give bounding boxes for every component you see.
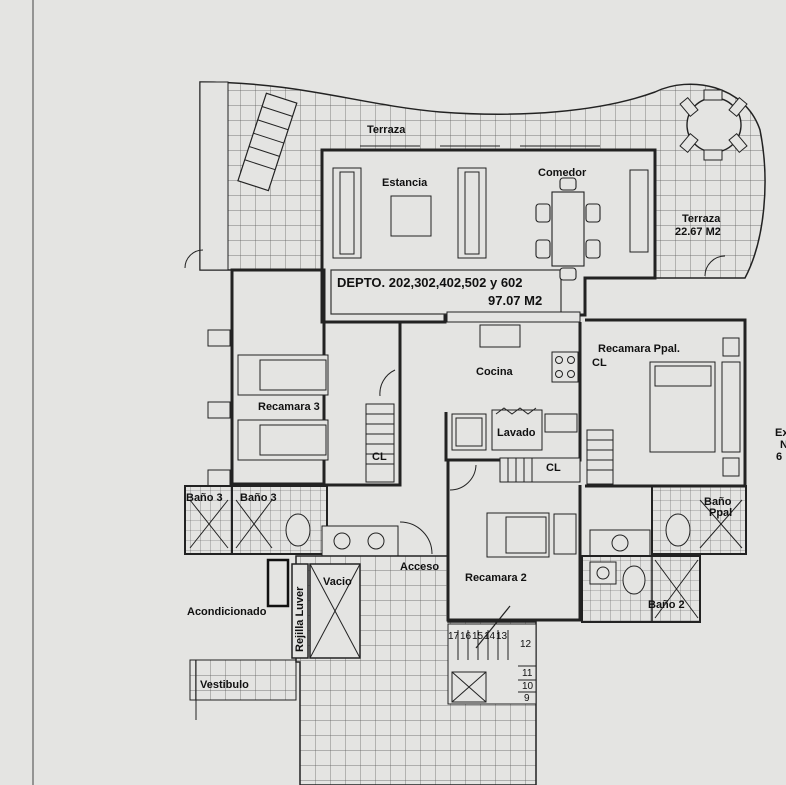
vestibule-rail: [195, 659, 296, 720]
acondicionado-label: Acondicionado: [187, 606, 267, 618]
stair-12: 12: [520, 639, 532, 650]
terrace-floor: [199, 81, 766, 279]
master-bed: [649, 337, 741, 477]
recamara-ppal-label: Recamara Ppal.: [598, 343, 680, 355]
stairs: [447, 605, 537, 705]
door-swing-r3: [379, 369, 396, 397]
stair-15: 15: [472, 631, 484, 642]
stair-17: 17: [448, 631, 460, 642]
closet-center: [499, 457, 581, 483]
stair-13: 13: [496, 631, 508, 642]
laundry: [451, 407, 578, 451]
edge-text-1: Ex: [775, 427, 786, 439]
acceso-label: Acceso: [400, 561, 440, 573]
recamara-3-label: Recamara 3: [258, 401, 320, 413]
vacio-label: Vacio: [323, 576, 352, 588]
lavado-label: Lavado: [497, 427, 536, 439]
cocina-label: Cocina: [476, 366, 513, 378]
bano-ppal-label: Baño: [704, 496, 732, 508]
door-swing-r2: [449, 464, 477, 491]
twin-beds: [207, 329, 329, 487]
plan-title: DEPTO. 202,302,402,502 y 602: [337, 275, 523, 290]
round-table: [679, 89, 748, 161]
vacio-x2: [309, 563, 361, 659]
rejilla-label: Rejilla Luver: [294, 586, 306, 652]
stair-16: 16: [460, 631, 472, 642]
bano-ppal-floor: [651, 485, 747, 555]
edge-text-3: 6: [776, 451, 783, 463]
bano-ppal-label-2: Ppal: [709, 507, 733, 519]
terraza-top-label: Terraza: [367, 124, 406, 136]
closet-left: [365, 403, 395, 483]
edge-text-2: N: [780, 439, 786, 451]
vestibulo-label: Vestibulo: [200, 679, 249, 691]
dining-table: [535, 177, 601, 281]
recamara-3-right-wall: [322, 320, 402, 487]
cl-center-label: CL: [546, 462, 561, 474]
bano-3b-label: Baño 3: [240, 492, 277, 504]
stair-11: 11: [522, 668, 533, 679]
bed-r2: [486, 512, 577, 558]
cl-left-label: CL: [372, 451, 387, 463]
bano-3a-label: Baño 3: [186, 492, 223, 504]
door-left-terrace: [184, 249, 204, 269]
bano-ppal-fixtures: [589, 499, 743, 557]
sun-lounger: [237, 92, 298, 192]
title-box: [330, 269, 562, 315]
bano-2-fixtures: [589, 556, 699, 622]
plan-area: 97.07 M2: [488, 293, 543, 308]
terraza-right-area: 22.67 M2: [675, 226, 721, 238]
cl-right-label: CL: [592, 357, 607, 369]
stair-9: 9: [524, 693, 530, 704]
door-swing-acceso: [399, 521, 433, 555]
terrace-left-strip: [199, 81, 229, 271]
kitchen-counter-top: [446, 311, 581, 323]
bano-3-fixtures: [189, 486, 399, 557]
closet-right: [586, 429, 614, 485]
comedor-label: Comedor: [538, 167, 587, 179]
terraza-right-label: Terraza: [682, 213, 721, 225]
recamara-2-label: Recamara 2: [465, 572, 527, 584]
kitchen-island: [479, 324, 521, 348]
bano-2-label: Baño 2: [648, 599, 685, 611]
rejilla-box: [291, 563, 309, 659]
door-swing-terrace-right: [704, 255, 726, 277]
stair-10: 10: [522, 681, 534, 692]
estancia-label: Estancia: [382, 177, 428, 189]
living-furniture: [332, 167, 649, 259]
stove: [551, 351, 579, 383]
ac-unit: [266, 558, 290, 608]
stair-14: 14: [484, 631, 496, 642]
recamara-2-walls: [446, 460, 582, 622]
